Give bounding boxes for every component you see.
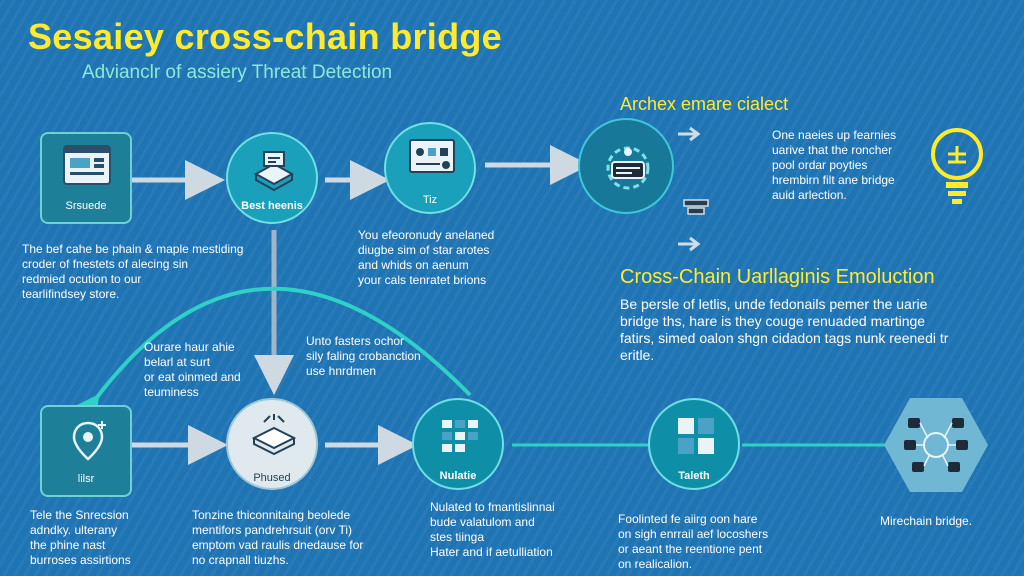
hardware-device-icon bbox=[683, 199, 709, 215]
node-best-label: Best heenis bbox=[241, 200, 303, 212]
node-phused-label: Phused bbox=[253, 472, 291, 484]
arrow-right-icon bbox=[678, 236, 701, 252]
text-mid-top: You efeoronudy anelaned diugbe sim of st… bbox=[358, 228, 495, 287]
text-bottom-1: Tele the Snrecsion adndky. ulterany the … bbox=[30, 508, 131, 567]
text-bottom-2: Tonzine thiconnitaing beolede mentifors … bbox=[192, 508, 364, 567]
gear-network-icon bbox=[606, 146, 650, 190]
node-nulatie: Nulatie bbox=[412, 398, 504, 490]
window-tiles-icon bbox=[678, 418, 714, 454]
node-source: Srsuede bbox=[40, 132, 132, 224]
text-center-right: Unto fasters ochor sily faling crobancti… bbox=[306, 334, 421, 378]
page-title: Sesaiey cross-chain bridge bbox=[28, 16, 503, 57]
node-phused: Phused bbox=[226, 398, 318, 490]
right-panel-text: One naeies up fearnies uarive that the r… bbox=[772, 128, 897, 202]
node-mirechain-label: Mirechain bridge. bbox=[880, 514, 973, 528]
text-left-top: The bef cahe be phain & maple mestiding … bbox=[22, 242, 244, 301]
text-bottom-3: Nulated to fmantislinnai bude valatulom … bbox=[430, 500, 555, 559]
page-subtitle: Advianclr of assiery Threat Detection bbox=[82, 62, 393, 83]
node-nulatie-label: Nulatie bbox=[439, 470, 477, 482]
browser-window-icon bbox=[63, 145, 111, 185]
node-gear-hub bbox=[578, 118, 674, 214]
node-lilsr-label: lilsr bbox=[77, 473, 95, 485]
router-device-icon bbox=[251, 414, 297, 456]
node-source-label: Srsuede bbox=[65, 200, 107, 212]
node-tiz-label: Tiz bbox=[422, 194, 438, 206]
text-center-left: Ourare haur ahie belarl at surt or eat o… bbox=[144, 340, 241, 399]
arrow-right-icon bbox=[678, 126, 701, 142]
section-title: Cross-Chain Uarllaginis Emoluction bbox=[620, 266, 935, 288]
section-text: Be persle of letlis, unde fedonails peme… bbox=[620, 296, 949, 363]
node-tiz: Tiz bbox=[384, 122, 476, 214]
node-best: Best heenis bbox=[226, 132, 318, 224]
grid-blocks-icon bbox=[442, 420, 478, 452]
text-bottom-4: Foolinted fe aiirg oon hare on sigh enrr… bbox=[618, 512, 769, 571]
network-cluster-icon bbox=[904, 418, 968, 472]
arc-connector bbox=[67, 286, 472, 429]
location-pin-icon bbox=[72, 421, 106, 461]
node-lilsr: lilsr bbox=[40, 405, 132, 497]
node-taleth-label: Taleth bbox=[678, 470, 710, 482]
monitor-chart-icon bbox=[409, 139, 455, 173]
lightbulb-icon bbox=[931, 128, 983, 204]
right-panel-heading: Archex emare cialect bbox=[620, 94, 789, 114]
server-stack-icon bbox=[253, 151, 295, 192]
node-taleth: Taleth bbox=[648, 398, 740, 490]
